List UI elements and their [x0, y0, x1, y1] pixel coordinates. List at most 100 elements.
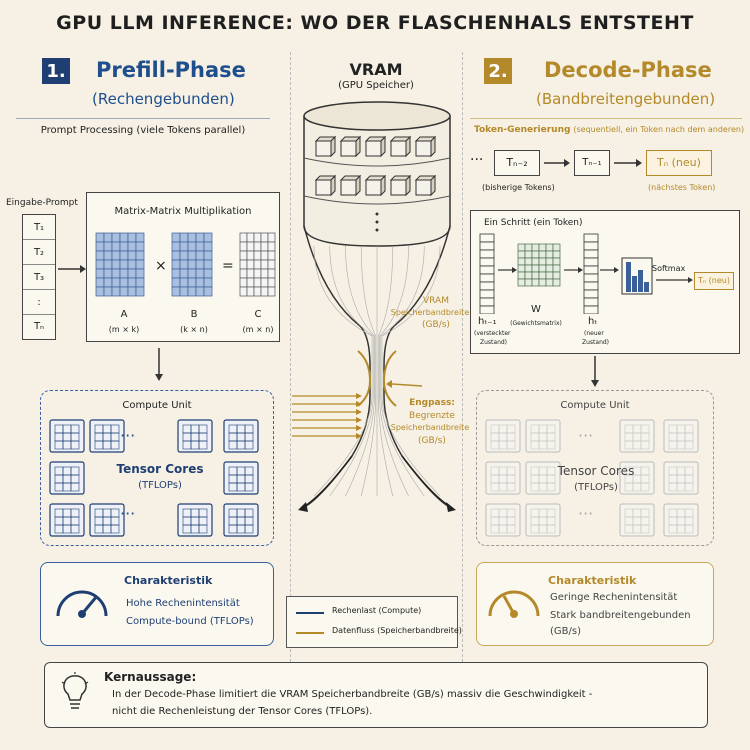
down-arrow-icon [591, 356, 599, 387]
decode-subtitle: (Bandbreitengebunden) [536, 90, 716, 108]
token-n-minus-1: Tₙ₋₁ [574, 150, 610, 176]
prefill-compute-label: Compute Unit [122, 400, 192, 411]
bottleneck-arrow [292, 393, 362, 399]
vram-funnel [292, 101, 456, 512]
prefill-top-dots: ··· [120, 426, 136, 445]
probability-bars [621, 257, 653, 295]
memory-cube [314, 135, 337, 158]
decode-tflops: (TFLOPs) [574, 482, 618, 493]
flow-line [313, 245, 373, 497]
flow-line [329, 245, 374, 497]
h-prev-sub2: Zustand) [480, 339, 508, 346]
prefill-char-title: Charakteristik [124, 574, 213, 587]
input-arrow [58, 265, 86, 273]
prefill-tflops: (TFLOPs) [138, 480, 182, 491]
memory-cube [364, 174, 387, 197]
input-token: : [23, 290, 55, 315]
bottleneck-arrow [292, 417, 362, 423]
softmax-label: Softmax [652, 264, 686, 273]
memory-cube [389, 135, 412, 158]
down-arrow-icon [155, 348, 163, 381]
vram-subtitle: (GPU Speicher) [338, 80, 414, 91]
tensor-core [619, 503, 655, 537]
matrix-b-dim: (k × n) [180, 325, 208, 334]
input-token: T₃ [23, 265, 55, 290]
vram-title: VRAM [349, 60, 403, 79]
prefill-characteristics [40, 562, 274, 646]
decode-compute-unit [476, 390, 714, 546]
bottleneck-label-2: Begrenzte [409, 411, 455, 421]
matrix-c [239, 232, 276, 297]
token-gen-label: Token-Generierung [474, 125, 571, 135]
memory-cube [339, 174, 362, 197]
flow-line [380, 245, 425, 497]
matrix-b-label: B [190, 309, 198, 320]
prefill-bottom-dots: ··· [120, 504, 136, 523]
decode-tensor-cores: Tensor Cores [557, 464, 635, 478]
flow-line [379, 245, 409, 497]
bottleneck-label-1: Engpass: [409, 398, 455, 408]
matrix-a [95, 232, 145, 297]
speedometer-high-icon [56, 590, 108, 618]
bottleneck-arrow [292, 433, 362, 439]
prefill-compute-unit [40, 390, 274, 546]
decode-step-diagram [479, 233, 693, 314]
tensor-core [89, 503, 125, 537]
tensor-core [49, 419, 85, 453]
h-t-label: hₜ [588, 316, 598, 327]
token-new: Tₙ (neu) [646, 150, 712, 176]
decode-compute-label: Compute Unit [560, 400, 630, 411]
w-sub: (Gewichtsmatrix) [510, 320, 562, 327]
legend [286, 596, 458, 648]
tensor-core [663, 461, 699, 495]
times-operator: × [155, 258, 167, 274]
tensor-core [663, 503, 699, 537]
decode-bottom-dots: ··· [578, 504, 594, 523]
input-token: T₁ [23, 215, 55, 240]
bottleneck-arrow [292, 425, 362, 431]
token-ellipsis: ··· [470, 152, 484, 168]
flow-line [381, 245, 441, 497]
token-gen-line: Token-Generierung (sequentiell, ein Toke… [474, 125, 744, 135]
matrix-a-label: A [120, 309, 128, 320]
hidden-state-new [583, 233, 599, 314]
memory-cube [389, 174, 412, 197]
prev-tokens-label: (bisherige Tokens) [482, 183, 555, 192]
matrix-c-label: C [254, 309, 262, 320]
bw-label-2: Speicherbandbreite [390, 308, 470, 317]
tensor-core [525, 419, 561, 453]
bottleneck-label-3: Speicherbandbreite [390, 423, 470, 432]
decode-char-title: Charakteristik [548, 574, 637, 587]
tensor-core [49, 503, 85, 537]
prefill-title: Prefill-Phase [96, 58, 246, 82]
memory-cube [364, 135, 387, 158]
prefill-char-line1: Hohe Rechenintensität [126, 598, 240, 609]
tensor-core [663, 419, 699, 453]
bottleneck-arrow [292, 409, 362, 415]
prefill-divider [16, 118, 270, 119]
token-output: Tₙ (neu) [694, 272, 734, 290]
matmul-matrices [95, 232, 276, 297]
bw-label-1: VRAM [423, 296, 449, 306]
prefill-char-line2: Compute-bound (TFLOPs) [126, 616, 254, 627]
tensor-core [177, 503, 213, 537]
legend-compute-swatch [296, 612, 324, 614]
tensor-core [525, 503, 561, 537]
tensor-core [485, 461, 521, 495]
memory-cube [414, 135, 437, 158]
tensor-core [525, 461, 561, 495]
equals-operator: = [222, 258, 234, 274]
memory-cube [314, 174, 337, 197]
prefill-processing: Prompt Processing (viele Tokens parallel… [40, 125, 246, 136]
h-prev-sub1: (versteckter [474, 330, 511, 337]
decode-char-line2: Stark bandbreitengebunden [550, 610, 691, 621]
tensor-core [485, 419, 521, 453]
tensor-core [49, 461, 85, 495]
legend-data-swatch [296, 632, 324, 634]
flow-line [345, 245, 375, 497]
key-message-title: Kernaussage: [104, 670, 197, 684]
bottleneck-arrow [292, 401, 362, 407]
lightbulb-icon [61, 672, 89, 709]
memory-cube [339, 135, 362, 158]
input-token: T₂ [23, 240, 55, 265]
